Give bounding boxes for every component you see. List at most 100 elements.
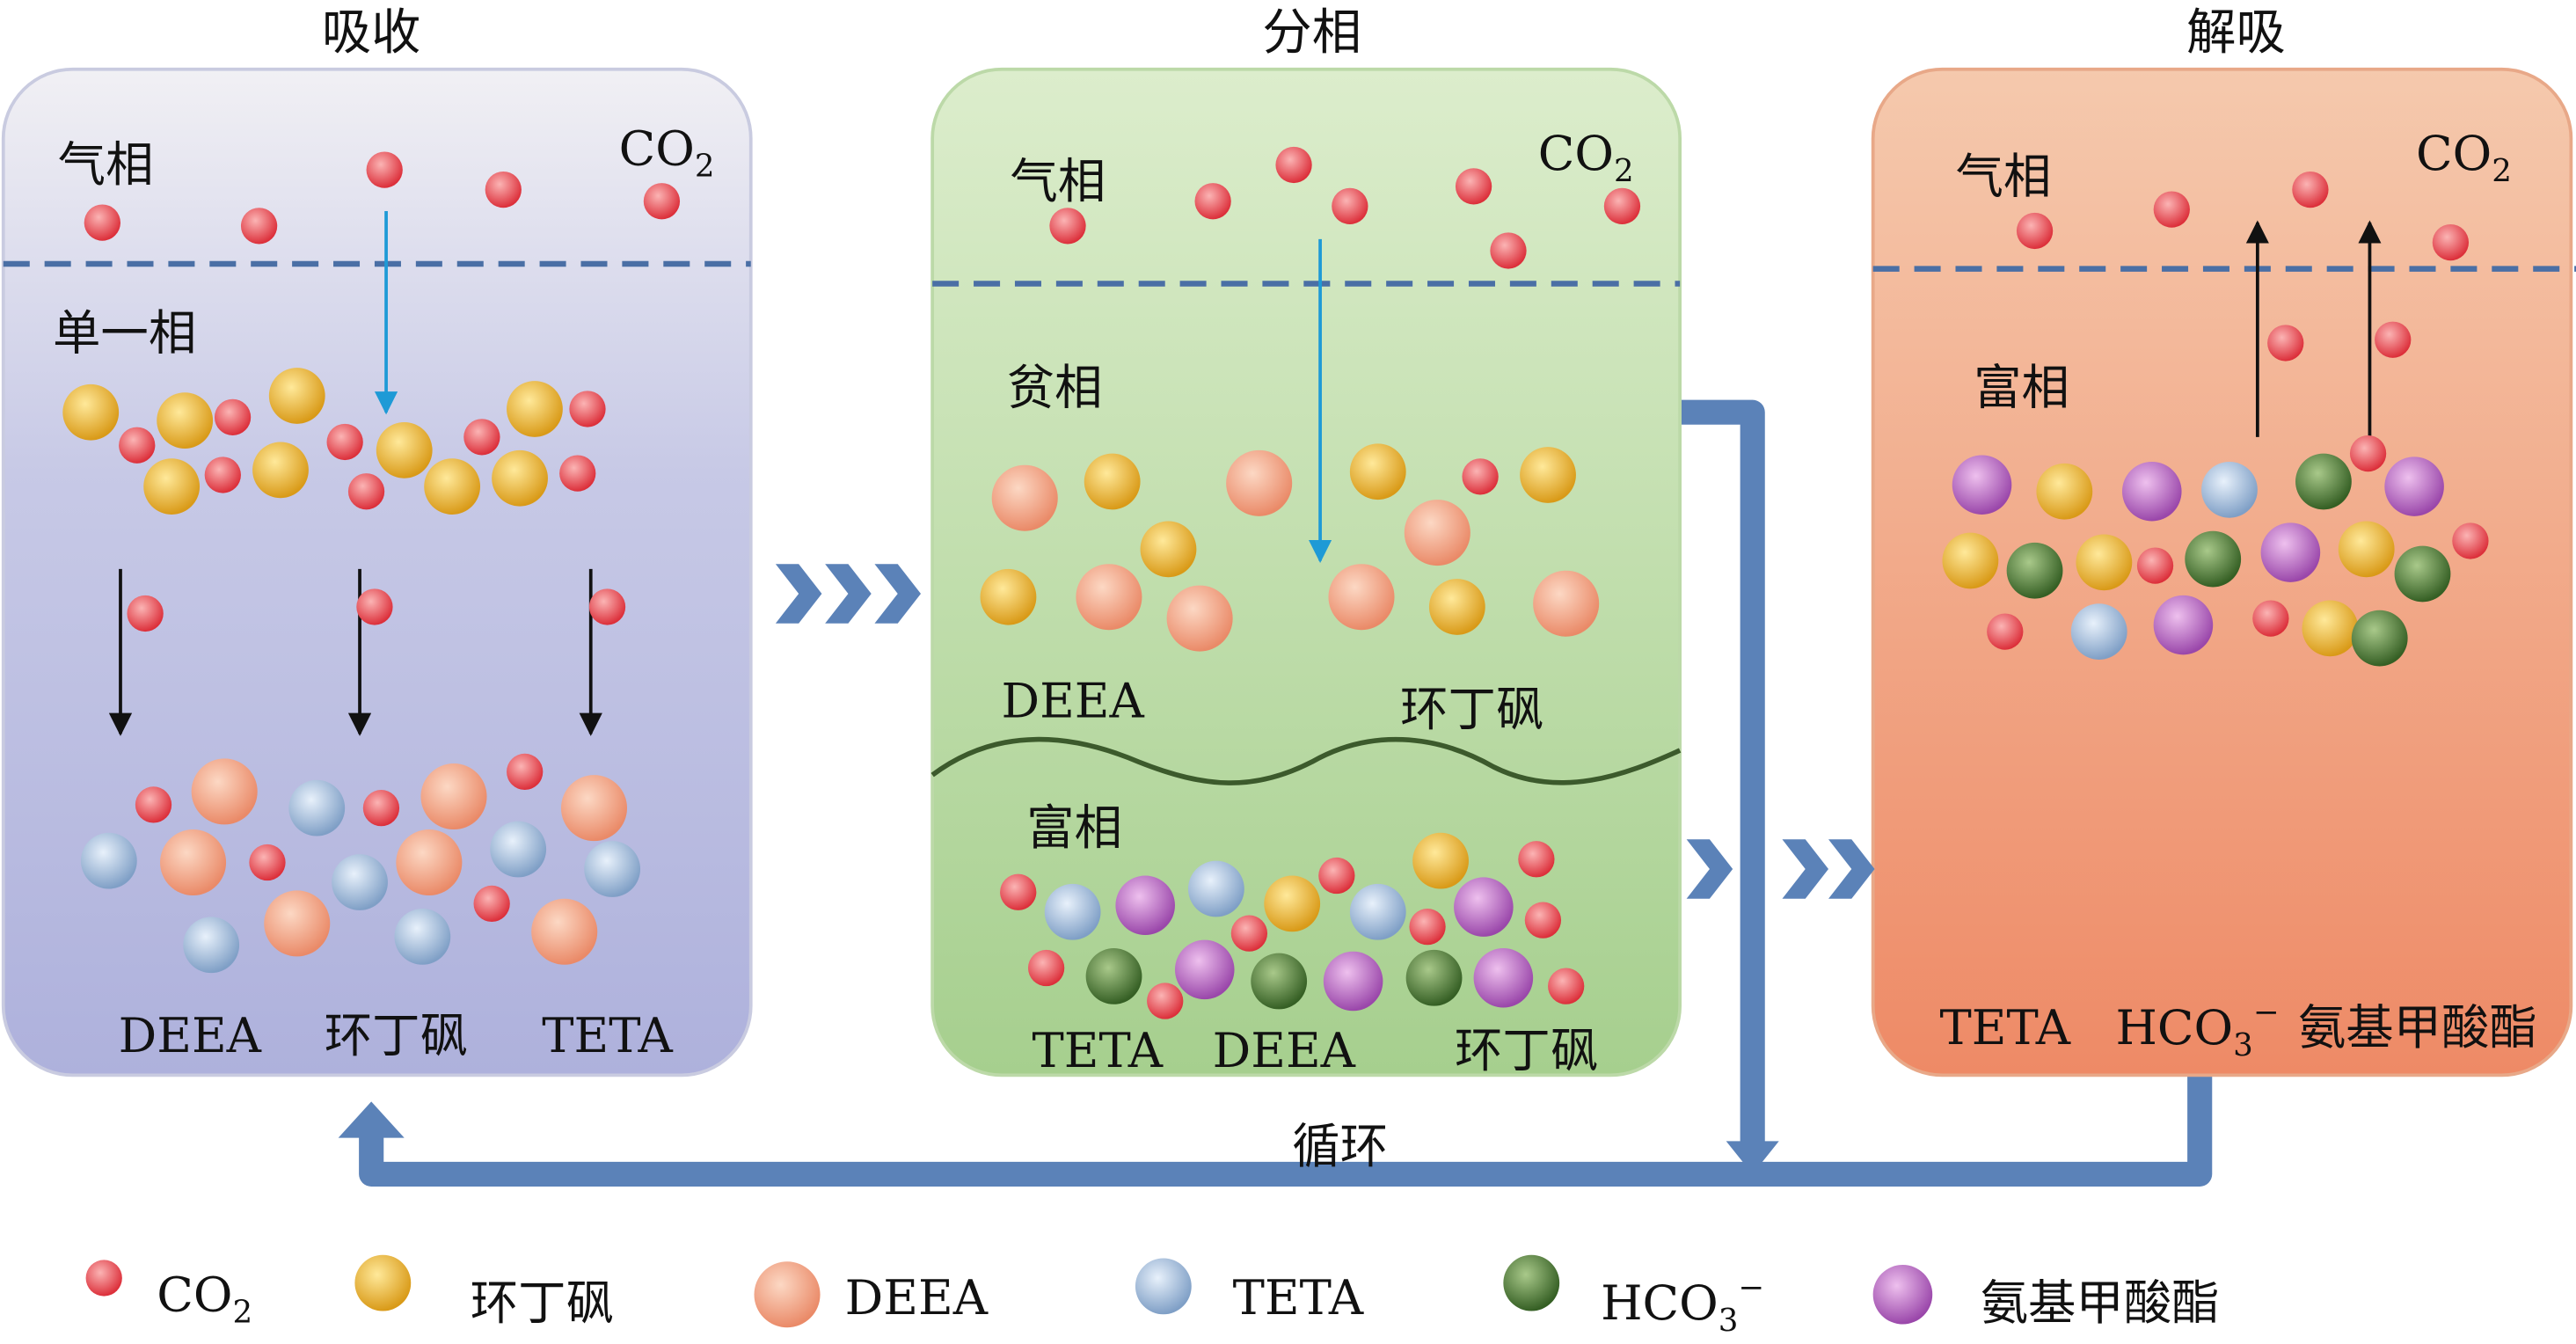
sulfolane-molecule [1349, 443, 1406, 500]
co2-molecule [2292, 171, 2329, 208]
teta-molecule [1187, 860, 1244, 917]
co2-molecule [119, 427, 156, 464]
carbamate-label: 氨基甲酸酯 [2298, 1000, 2537, 1055]
teta-molecule [183, 917, 240, 974]
single-phase-label: 单一相 [53, 305, 196, 361]
teta-label: TETA [542, 1008, 673, 1063]
cycle-label: 循环 [1292, 1119, 1388, 1174]
sulfolane-molecule [2036, 463, 2093, 520]
molecules [62, 146, 2489, 1019]
teta-label: TETA [1032, 1023, 1163, 1078]
sulfolane-molecule [1264, 875, 1321, 932]
carbamate-molecule [1115, 875, 1175, 936]
deea-label: DEEA [119, 1008, 262, 1063]
chevron-right-icon [1782, 839, 1829, 899]
teta-molecule [584, 841, 641, 897]
co2-molecule [559, 455, 596, 492]
co2-molecule [463, 419, 500, 456]
teta-molecule [332, 854, 388, 910]
carbamate-molecule [2260, 522, 2321, 582]
sulfolane-label: 环丁砜 [1455, 1023, 1598, 1078]
co2-label: CO2 [2416, 126, 2512, 189]
deea-molecule [160, 829, 227, 896]
teta-molecule [490, 821, 547, 878]
co2-molecule [1987, 613, 2024, 650]
sulfolane-molecule [1084, 453, 1141, 510]
co2-molecule [127, 595, 164, 632]
sulfolane-molecule [492, 449, 548, 507]
teta-molecule [1044, 883, 1101, 940]
cycle-flow-path [338, 399, 2213, 1187]
carbamate-molecule [2153, 595, 2214, 655]
deea-label: DEEA [1213, 1023, 1356, 1078]
legend-co2-label: CO2 [157, 1267, 252, 1331]
rich-phase-label: 富相 [1026, 800, 1122, 856]
sulfolane-molecule [2338, 521, 2395, 578]
deea-molecule [1533, 570, 1600, 637]
carbamate-molecule [1454, 877, 1514, 937]
co2-molecule [2375, 321, 2412, 358]
deea-molecule [1404, 500, 1470, 566]
gas-phase-label: 气相 [1955, 149, 2051, 204]
co2-molecule [473, 885, 510, 923]
absorption-panel [1, 67, 753, 1077]
co2-molecule [1603, 187, 1641, 224]
carbamate-molecule [2384, 457, 2444, 516]
rich-phase-label: 富相 [1974, 360, 2069, 415]
co2-molecule [326, 423, 363, 461]
carbamate-molecule [1323, 951, 1383, 1012]
chevron-right-icon [1828, 839, 1875, 899]
co2-molecule [485, 171, 522, 208]
co2-molecule [1455, 168, 1492, 205]
hco3-ion [2295, 453, 2352, 510]
sulfolane-molecule [507, 381, 563, 437]
teta-molecule [2070, 603, 2127, 660]
teta-label: TETA [1939, 1000, 2070, 1055]
legend-carbamate-label: 氨基甲酸酯 [1981, 1275, 2220, 1331]
deea-molecule [1226, 449, 1293, 516]
legend [85, 1254, 1933, 1328]
co2-molecule [1548, 968, 1585, 1004]
deea-molecule [1166, 585, 1233, 652]
gas-phase-label: 气相 [1010, 154, 1106, 209]
co2-molecule [1230, 915, 1268, 952]
co2-molecule [588, 588, 626, 625]
sulfolane-molecule [1520, 447, 1576, 503]
sulfolane-molecule [157, 392, 214, 449]
gas-phase-label: 气相 [58, 137, 154, 193]
co2-label: CO2 [1538, 126, 1634, 189]
hco3-ion [1251, 953, 1308, 1010]
chevron-right-icon [874, 564, 922, 624]
co2-molecule [347, 473, 385, 510]
co2-molecule [1147, 982, 1184, 1019]
co2-molecule [214, 398, 252, 435]
co2-molecule [84, 204, 120, 241]
co2-molecule [240, 208, 278, 245]
co2-molecule [1000, 873, 1037, 910]
hco3-ion [1405, 949, 1463, 1006]
separation-panel [930, 67, 1682, 1077]
sulfolane-molecule [2302, 600, 2359, 657]
co2-molecule [2432, 223, 2470, 261]
co2-molecule [2016, 212, 2054, 250]
hco3-ion [2351, 610, 2408, 667]
co2-molecule [1518, 841, 1555, 878]
chevron-right-icon [775, 564, 822, 624]
lean-phase-label: 贫相 [1007, 360, 1103, 415]
chevron-right-icon [825, 564, 872, 624]
co2-molecule [85, 1260, 122, 1297]
deea-molecule [420, 763, 487, 830]
carbamate-molecule [1952, 455, 2012, 515]
separation-title: 分相 [1262, 4, 1361, 62]
carbamate-molecule [1872, 1265, 1933, 1325]
carbamate-molecule [1174, 939, 1235, 1000]
co2-molecule [204, 457, 241, 493]
co2-molecule [1524, 902, 1562, 939]
co2-molecule [135, 786, 172, 823]
co2-molecule [2267, 325, 2304, 362]
legend-deea-label: DEEA [845, 1270, 989, 1326]
sulfolane-molecule [980, 568, 1037, 625]
co2-molecule [569, 391, 606, 427]
legend-hco3-label: HCO3− [1601, 1270, 1764, 1339]
